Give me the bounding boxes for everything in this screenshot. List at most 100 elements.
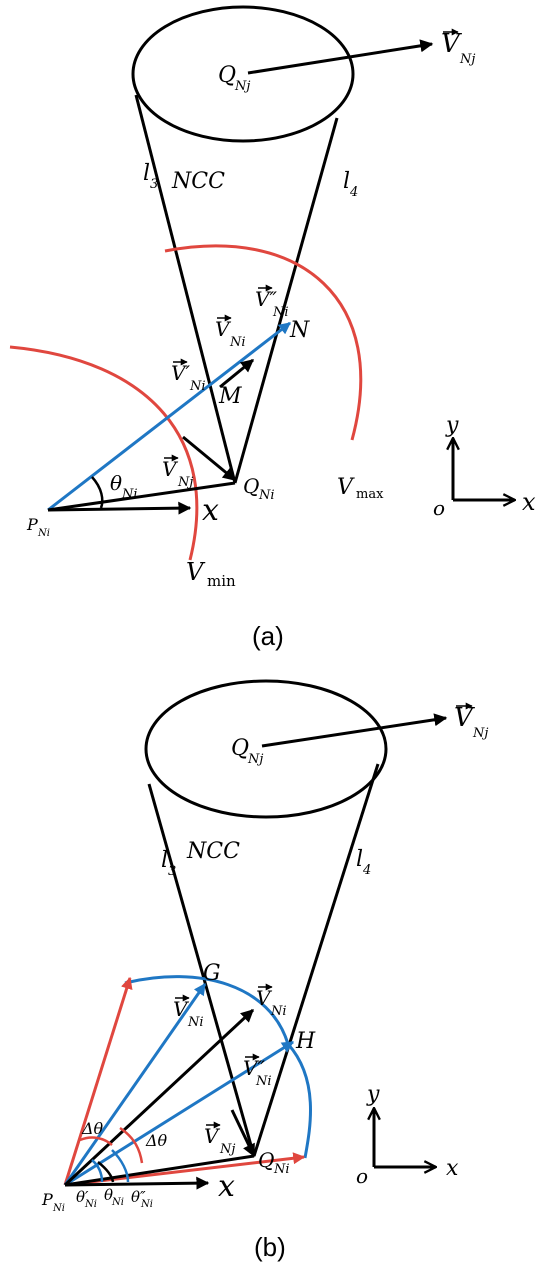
theta-arc (91, 476, 104, 509)
vnj-sub: Nj (177, 475, 193, 490)
coordinate-axes-b: y o x (356, 1082, 459, 1188)
theta-dd-main: θ″ (131, 1188, 146, 1206)
label-vnj: V Nj (204, 1121, 235, 1157)
vni-black-arrow (63, 1008, 255, 1187)
qnj-sub: Nj (234, 79, 250, 94)
blue-arrow-g (63, 983, 207, 1186)
delta-theta-arc-upper (79, 1136, 113, 1146)
label-ncc: NCC (186, 839, 240, 864)
vni-main: V (256, 986, 273, 1010)
label-pni: P Ni (26, 515, 50, 539)
vni-d-main: V′ (171, 361, 190, 385)
l4-main: l (356, 847, 363, 872)
vni-dd-main: V″ (255, 287, 277, 311)
label-l4: l 4 (356, 847, 371, 878)
label-g: G (203, 961, 221, 986)
vnj-top-sub: Nj (459, 52, 475, 67)
label-vnj-top: V Nj (454, 702, 488, 741)
label-delta-theta-upper: Δθ (81, 1119, 104, 1138)
label-qnj: Q Nj (231, 736, 263, 767)
vmin-main: V (186, 558, 206, 586)
label-n: N (289, 318, 310, 343)
cone-line-l3 (134, 94, 237, 484)
axis-y-label: y (366, 1082, 380, 1107)
qnj-main: Q (231, 736, 249, 761)
vnj-sub: Nj (219, 1142, 235, 1157)
qnj-main: Q (218, 63, 236, 88)
vni-g-main: V (173, 997, 190, 1021)
vnj-arrow (230, 1109, 256, 1158)
ncc-ellipse-top (144, 679, 388, 819)
coordinate-axes-a: y o x (433, 413, 536, 520)
ncc-ellipse-top (131, 5, 355, 143)
vnj-main: V (162, 457, 179, 481)
label-h: H (295, 1029, 316, 1054)
vmin-sub: min (207, 572, 236, 590)
caption-b: (b) (254, 1232, 286, 1262)
theta-arc-blue-inner (91, 1159, 104, 1183)
vnj-top-main: V (454, 703, 475, 733)
vni-dd-sub: Ni (255, 1074, 272, 1089)
label-theta-prime: θ′ Ni (76, 1188, 97, 1210)
vni-g-sub: Ni (187, 1015, 204, 1030)
theta-arc-black (97, 1161, 115, 1183)
label-l3: l 3 (143, 161, 158, 192)
vnj-top-sub: Nj (472, 726, 488, 741)
reachable-arc (124, 975, 312, 1159)
theta-main: θ (110, 471, 122, 495)
vni-sub: Ni (270, 1004, 287, 1019)
vni-dd-sub: Ni (272, 305, 289, 320)
pni-main: P (41, 1190, 53, 1209)
vni-sub: Ni (229, 335, 246, 350)
l3-main: l (161, 848, 168, 873)
theta-d-main: θ′ (76, 1188, 89, 1206)
label-l4: l 4 (343, 169, 358, 200)
theta-arc-blue-outer (111, 1149, 130, 1183)
label-m: M (218, 384, 242, 409)
vnj-arrow (182, 435, 237, 482)
vni-blue-arrow (47, 321, 291, 512)
theta-sub: Ni (121, 487, 138, 502)
label-ncc: NCC (171, 169, 225, 194)
pni-to-qni-line (64, 1154, 255, 1187)
l3-main: l (143, 161, 150, 186)
label-vmax: V max (337, 475, 384, 502)
l3-sub: 3 (150, 177, 158, 192)
theta-d-sub: Ni (84, 1199, 97, 1210)
pni-sub: Ni (52, 1203, 65, 1214)
vni-d-sub: Ni (189, 379, 206, 394)
vnj-top-main: V (441, 29, 462, 59)
axis-x-label: x (446, 1156, 459, 1181)
label-vni-doubleprime: V″ Ni (255, 284, 289, 320)
vni-main: V (215, 317, 232, 341)
axis-x-label: x (522, 488, 536, 516)
caption-a: (a) (252, 621, 284, 651)
label-qni: Q Ni (258, 1148, 290, 1177)
blue-arrow-h (64, 1040, 295, 1187)
pni-main: P (26, 515, 38, 534)
qni-main: Q (258, 1148, 274, 1172)
vmax-sub: max (356, 487, 384, 502)
theta-main: θ (104, 1186, 113, 1204)
label-vmin: V min (186, 558, 236, 590)
axis-y-label: y (445, 413, 459, 438)
qnj-sub: Nj (247, 752, 263, 767)
theta-sub: Ni (111, 1197, 124, 1208)
vnj-main: V (204, 1124, 221, 1148)
label-vni-doubleprime: V″ Ni (243, 1053, 272, 1089)
qni-sub: Ni (273, 1162, 290, 1177)
red-arrow-upper (63, 976, 133, 1186)
vmax-main: V (337, 475, 355, 500)
label-qni: Q Ni (243, 474, 275, 503)
label-theta: θ Ni (110, 471, 138, 502)
label-theta-doubleprime: θ″ Ni (131, 1188, 153, 1210)
vni-black-arrow (219, 358, 255, 389)
vmin-arc (9, 345, 199, 561)
pni-sub: Ni (37, 528, 50, 539)
l3-sub: 3 (168, 864, 176, 879)
label-vni: V Ni (215, 314, 246, 350)
cone-line-l3 (147, 783, 256, 1157)
l4-sub: 4 (349, 185, 358, 200)
x-direction-arrow (64, 1176, 210, 1190)
